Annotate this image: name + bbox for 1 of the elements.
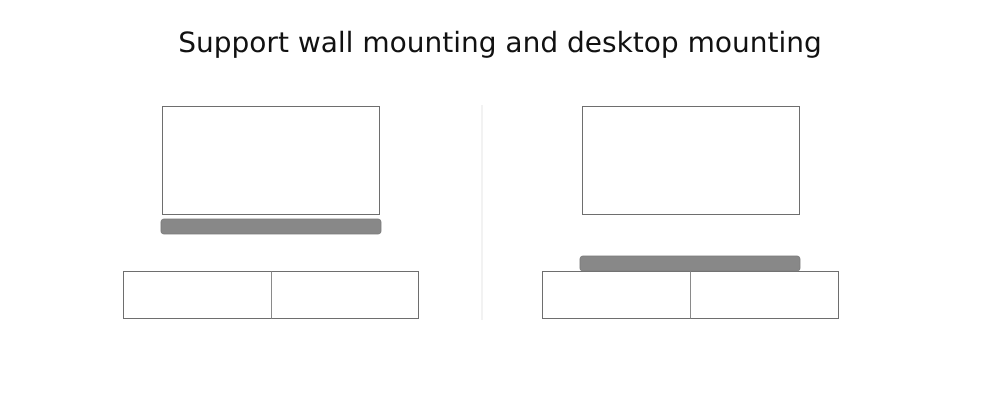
title: Support wall mounting and desktop mounting bbox=[178, 26, 822, 59]
